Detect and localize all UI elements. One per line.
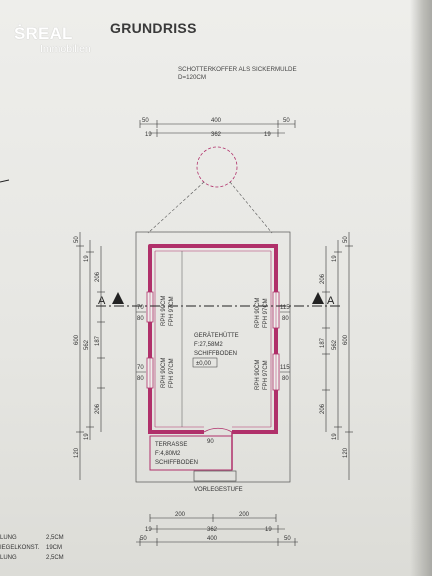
left-bottom-fph: FPH 97CM — [169, 358, 175, 388]
left-dimensions: 50 600 120 19 562 19 206 187 206 — [74, 232, 105, 480]
top-dimensions: 50 400 50 19 362 19 — [139, 118, 296, 138]
dim-top-19-left: 19 — [145, 132, 152, 138]
terrace-name: TERRASSE — [155, 442, 187, 448]
right-top-rph: RPH 90CM — [255, 298, 261, 328]
left-bottom-opening-width: 70 — [137, 365, 144, 371]
left-bottom-rph: RPH 90CM — [161, 358, 167, 388]
left-top-opening-height: 80 — [137, 316, 144, 322]
logo-sub: Immobilien — [40, 43, 91, 55]
dim-right-120: 120 — [343, 447, 349, 458]
drain-line-right — [229, 181, 273, 234]
dim-bottom-19-left: 19 — [145, 527, 152, 533]
dim-top-50-right: 50 — [283, 118, 290, 124]
right-bottom-opening-height: 80 — [282, 376, 289, 382]
drain-line-left — [147, 181, 205, 234]
roof-outline — [135, 231, 291, 483]
right-windows — [272, 291, 280, 391]
dim-right-206-top: 206 — [320, 273, 326, 284]
dim-left-206-top: 206 — [95, 271, 101, 282]
right-top-opening-width: 115 — [280, 305, 290, 311]
note-line-1: SCHOTTERKOFFER ALS SICKERMULDE — [178, 66, 297, 73]
dim-left-187: 187 — [95, 335, 101, 346]
front-step — [193, 470, 237, 482]
legend-value: 19CM — [46, 545, 63, 551]
dim-right-600: 600 — [343, 334, 349, 345]
level-box — [192, 357, 218, 368]
real-immobilien-logo: ṠREAL Immobilien — [14, 24, 91, 56]
dim-right-19-top: 19 — [332, 255, 338, 262]
dim-top-400: 400 — [211, 118, 222, 124]
dim-right-562: 562 — [332, 339, 338, 350]
legend-value: 2,5CM — [46, 535, 64, 541]
dim-bottom-50-right: 50 — [284, 536, 291, 542]
door-swing-arc — [203, 427, 233, 433]
dim-bottom-19-right: 19 — [265, 527, 272, 533]
dim-left-19-bottom: 19 — [84, 433, 90, 440]
right-bottom-opening-width: 115 — [280, 365, 290, 371]
dim-right-187: 187 — [320, 337, 326, 348]
section-arrow-right-icon — [312, 292, 324, 304]
sparkasse-s-icon: Ṡ — [14, 24, 26, 43]
door-width-label: 90 — [207, 439, 214, 445]
opening-dimensions: 70 80 70 80 115 80 115 80 RPH 90CM FPH 9… — [136, 296, 290, 445]
legend-row-3: LUNG 2,5CM — [0, 555, 64, 561]
right-dimensions: 206 187 206 19 562 19 50 600 120 — [320, 232, 353, 480]
left-windows — [146, 291, 154, 389]
step-label: VORLEGESTUFE — [194, 487, 243, 493]
left-top-fph: FPH 97CM — [169, 296, 175, 326]
left-bottom-opening-height: 80 — [137, 376, 144, 382]
bottom-dimensions: 200 200 19 362 19 50 400 50 — [136, 512, 298, 546]
dim-left-19-top: 19 — [84, 255, 90, 262]
dim-left-50: 50 — [74, 236, 80, 243]
dim-bottom-362: 362 — [207, 527, 218, 533]
right-bottom-rph: RPH 90CM — [255, 360, 261, 390]
dim-bottom-200-left: 200 — [175, 512, 186, 518]
dim-top-362: 362 — [211, 132, 222, 138]
left-top-rph: RPH 90CM — [161, 296, 167, 326]
legend-label: LUNG — [0, 535, 17, 541]
terrace-label: TERRASSE F:4,80M2 SCHIFFBODEN — [155, 442, 198, 466]
margin-mark — [0, 179, 10, 183]
room-name: GERÄTEHÜTTE — [194, 332, 239, 339]
plan-title: GRUNDRISS — [110, 20, 197, 36]
section-arrow-left-icon — [112, 292, 124, 304]
legend-label: LUNG — [0, 555, 17, 561]
legend-row-2: IEGELKONST. 19CM — [0, 545, 62, 551]
dim-top-19-right: 19 — [264, 132, 271, 138]
dim-left-600: 600 — [74, 334, 80, 345]
legend-row-1: LUNG 2,5CM — [0, 535, 64, 541]
room-floor: SCHIFFBODEN — [194, 351, 237, 357]
section-label-left: A — [98, 295, 106, 307]
dim-left-120: 120 — [74, 447, 80, 458]
section-label-right: A — [327, 295, 335, 307]
soak-pit-circle — [196, 146, 238, 188]
dim-right-19-bottom: 19 — [332, 433, 338, 440]
dim-bottom-50-left: 50 — [140, 536, 147, 542]
dim-left-206-bottom: 206 — [95, 403, 101, 414]
dim-top-50-left: 50 — [142, 118, 149, 124]
page-edge-shadow — [410, 0, 432, 576]
terrace-area: F:4,80M2 — [155, 451, 181, 457]
note-line-2: D=120CM — [178, 74, 207, 81]
legend-label: IEGELKONST. — [0, 545, 40, 551]
terrace-area — [149, 435, 233, 471]
legend-value: 2,5CM — [46, 555, 64, 561]
dim-right-206-bottom: 206 — [320, 403, 326, 414]
room-label: GERÄTEHÜTTE F:27,58M2 SCHIFFBODEN ±0,00 — [192, 332, 239, 368]
dim-bottom-200-right: 200 — [239, 512, 250, 518]
right-bottom-fph: FPH 97CM — [263, 360, 269, 390]
dim-bottom-400: 400 — [207, 536, 218, 542]
room-area: F:27,58M2 — [194, 342, 223, 348]
logo-brand: ṠREAL — [14, 24, 73, 43]
room-level: ±0,00 — [196, 361, 212, 367]
terrace-floor: SCHIFFBODEN — [155, 460, 198, 466]
dim-left-562: 562 — [84, 339, 90, 350]
dim-right-50: 50 — [343, 236, 349, 243]
left-top-opening-width: 70 — [137, 305, 144, 311]
right-top-fph: FPH 97CM — [263, 298, 269, 328]
right-top-opening-height: 80 — [282, 316, 289, 322]
